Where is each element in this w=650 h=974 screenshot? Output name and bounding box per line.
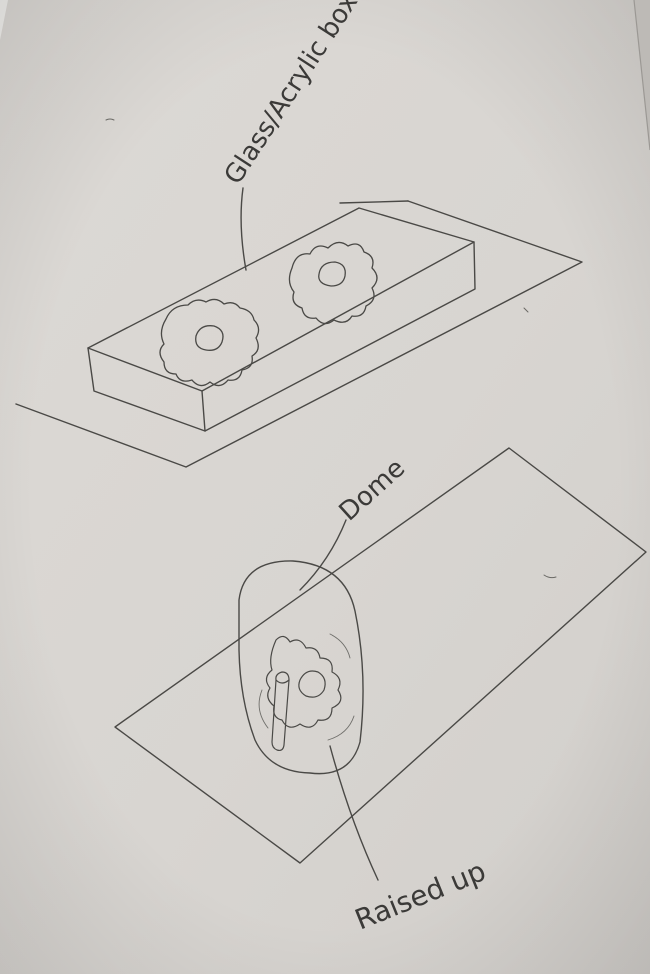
- sketch-canvas: Glass/Acrylic box. Dome Raised up: [0, 0, 650, 974]
- paper-shading: [0, 0, 650, 974]
- sketch-photo: Glass/Acrylic box. Dome Raised up: [0, 0, 650, 974]
